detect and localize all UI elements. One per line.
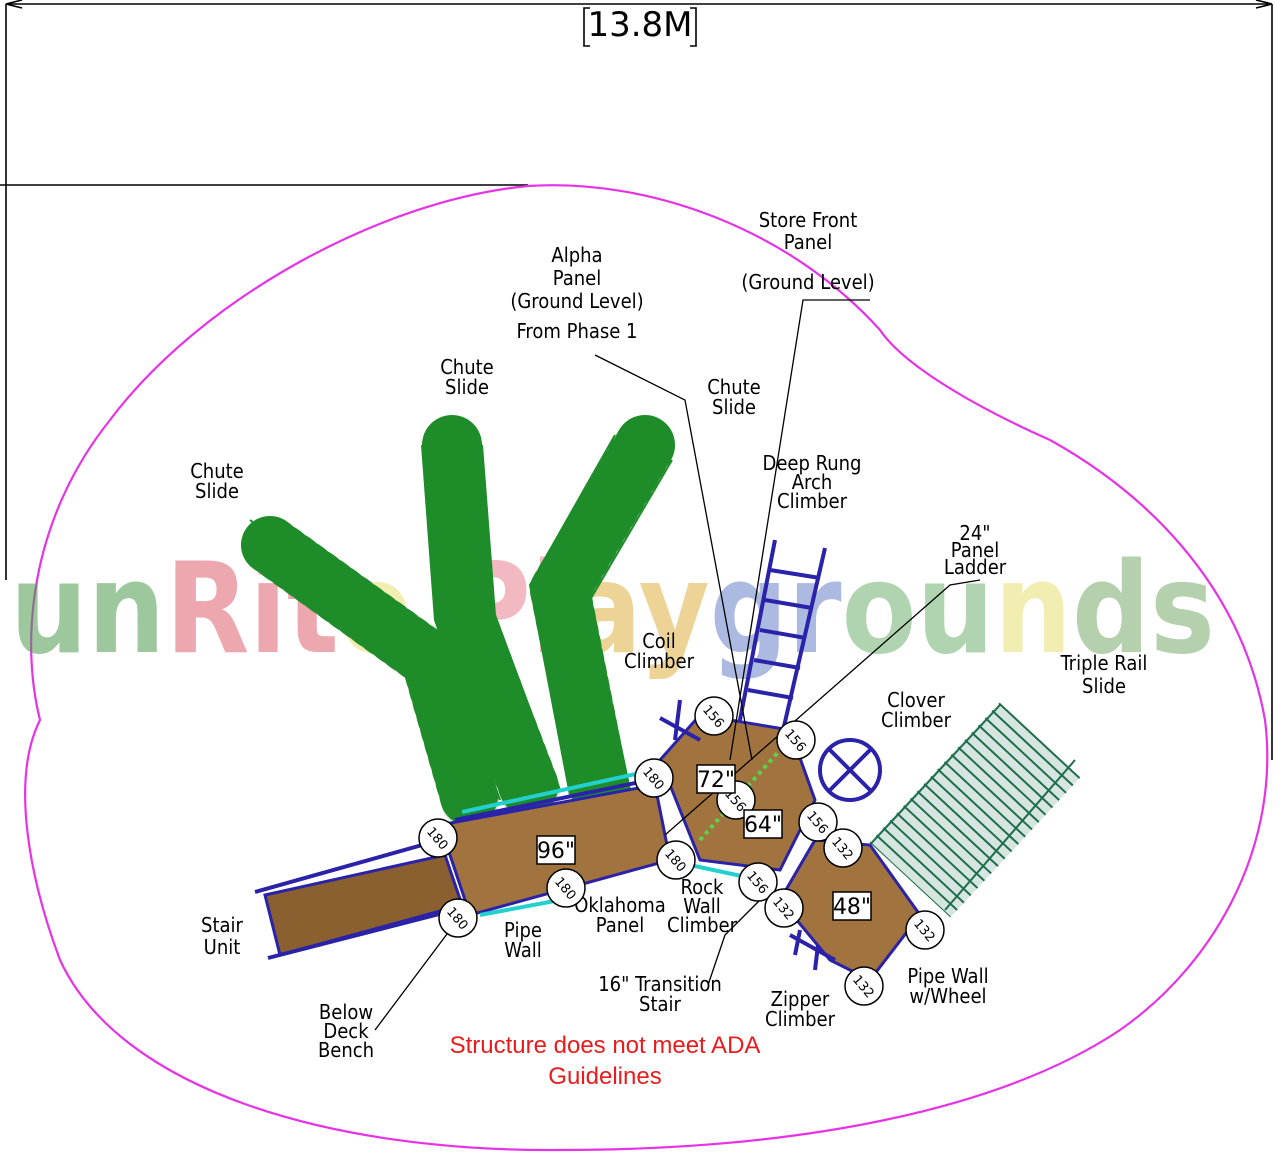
label-deep-rung-line-3: Climber — [777, 489, 848, 513]
deck-height-box — [832, 891, 872, 921]
label-deep-rung-line-1: Deep Rung — [763, 451, 862, 475]
label-panel-ladder-line-1: 24" — [959, 521, 990, 545]
label-zipper-climber-line-1: Zipper — [771, 987, 830, 1011]
label-chute-slide-center-line-1: Chute — [440, 355, 494, 379]
post-marker-circle — [738, 862, 778, 902]
label-stair-unit-line-2: Unit — [204, 935, 241, 959]
chute-slide-right — [528, 415, 675, 820]
label-rock-wall-line-1: Rock — [681, 875, 725, 899]
post-marker: 156 — [694, 696, 734, 736]
triple-rail-slide — [864, 702, 1081, 918]
post-marker-circle — [546, 868, 586, 908]
watermark-text: unRite Playgrounds — [10, 535, 1215, 682]
label-transition-stair-line-1: 16" Transition — [598, 972, 722, 996]
label-store-front-panel-line-3: (Ground Level) — [741, 270, 874, 294]
label-oklahoma-panel-line-2: Panel — [596, 913, 644, 937]
label-transition-stair-line-2: Stair — [639, 992, 682, 1016]
dimension-frame — [0, 0, 1273, 760]
zipper-climber — [789, 929, 836, 971]
label-chute-slide-left-line-2: Slide — [195, 479, 239, 503]
deck-height-value: 72" — [697, 768, 735, 793]
deck-height-value: 96" — [537, 839, 575, 864]
post-marker: 156 — [776, 720, 816, 760]
clover-climber — [818, 738, 882, 802]
label-below-deck-bench-line-3: Bench — [318, 1038, 374, 1062]
label-panel-ladder-line-3: Ladder — [944, 555, 1007, 579]
label-deep-rung-line-2: Arch — [792, 470, 833, 494]
post-marker-circle — [418, 818, 458, 858]
ada-notice-line-1: Structure does not meet ADA — [450, 1032, 761, 1059]
label-pipe-wall-line-2: Wall — [504, 938, 542, 962]
post-marker: 156 — [798, 802, 838, 842]
label-alpha-panel-line-4: From Phase 1 — [517, 319, 638, 343]
post-marker: 180 — [634, 758, 674, 798]
label-rock-wall-line-3: Climber — [667, 913, 738, 937]
label-store-front-panel-line-1: Store Front — [759, 208, 858, 232]
post-marker: 132 — [844, 966, 884, 1006]
deep-rung-arch-climber — [736, 539, 827, 736]
label-alpha-panel-line-3: (Ground Level) — [510, 289, 643, 313]
post-marker-circle — [798, 802, 838, 842]
post-marker-circle — [656, 840, 696, 880]
post-marker: 180 — [438, 898, 478, 938]
post-marker: 132 — [823, 828, 863, 868]
label-pipe-wall-wheel-line-1: Pipe Wall — [907, 964, 988, 988]
label-chute-slide-right-line-1: Chute — [707, 375, 761, 399]
deck-height-value: 48" — [833, 895, 871, 920]
label-stair-unit-line-1: Stair — [201, 913, 244, 937]
post-marker-circle — [634, 758, 674, 798]
label-rock-wall-line-2: Wall — [683, 894, 721, 918]
post-marker-circle — [438, 898, 478, 938]
post-marker-circle — [823, 828, 863, 868]
label-chute-slide-right-line-2: Slide — [712, 395, 756, 419]
post-marker-circle — [764, 888, 804, 928]
label-coil-climber-line-2: Climber — [624, 649, 695, 673]
label-chute-slide-center-line-2: Slide — [445, 375, 489, 399]
post-marker: 180 — [418, 818, 458, 858]
label-below-deck-bench-line-2: Deck — [323, 1019, 369, 1043]
post-marker: 180 — [546, 868, 586, 908]
label-triple-rail-slide-line-1: Triple Rail — [1060, 651, 1148, 675]
post-marker: 156 — [738, 862, 778, 902]
label-clover-climber-line-1: Clover — [887, 688, 945, 712]
post-marker-circle — [694, 696, 734, 736]
post-marker-circle — [905, 910, 945, 950]
deck-height-box — [536, 835, 576, 865]
label-chute-slide-left-line-1: Chute — [190, 459, 244, 483]
label-panel-ladder-line-2: Panel — [951, 538, 999, 562]
label-coil-climber-line-1: Coil — [642, 629, 676, 653]
deck-height-value: 64" — [744, 813, 782, 838]
post-marker: 132 — [764, 888, 804, 928]
deck-height-box — [743, 809, 783, 839]
post-marker-circle — [844, 966, 884, 1006]
label-pipe-wall-wheel-line-2: w/Wheel — [909, 984, 986, 1008]
label-clover-climber-line-2: Climber — [881, 708, 952, 732]
leader-lines — [374, 299, 981, 1031]
post-marker: 180 — [656, 840, 696, 880]
label-triple-rail-slide-line-2: Slide — [1082, 674, 1126, 698]
ada-notice-line-2: Guidelines — [548, 1063, 661, 1090]
post-marker: 132 — [905, 910, 945, 950]
label-alpha-panel-line-1: Alpha — [551, 243, 602, 267]
deck-height-box — [696, 764, 736, 794]
post-height-markers: 1561561561561561321321321321801801801801… — [418, 696, 945, 1006]
site-boundary — [24, 184, 1269, 1152]
stair-unit — [263, 853, 464, 957]
label-below-deck-bench-line-1: Below — [319, 1000, 373, 1024]
overall-width-dimension: 13.8M — [587, 5, 692, 45]
label-zipper-climber-line-2: Climber — [765, 1007, 836, 1031]
chute-slide-center — [421, 415, 561, 820]
label-pipe-wall-line-1: Pipe — [504, 918, 542, 942]
deck-height-tags: 96" 72" 64" 48" — [536, 764, 872, 921]
label-oklahoma-panel-line-1: Oklahoma — [574, 893, 666, 917]
label-alpha-panel-line-2: Panel — [553, 266, 601, 290]
coil-climber — [659, 699, 701, 742]
post-marker-circle — [776, 720, 816, 760]
chute-slide-left — [241, 516, 501, 829]
label-store-front-panel-line-2: Panel — [784, 230, 832, 254]
